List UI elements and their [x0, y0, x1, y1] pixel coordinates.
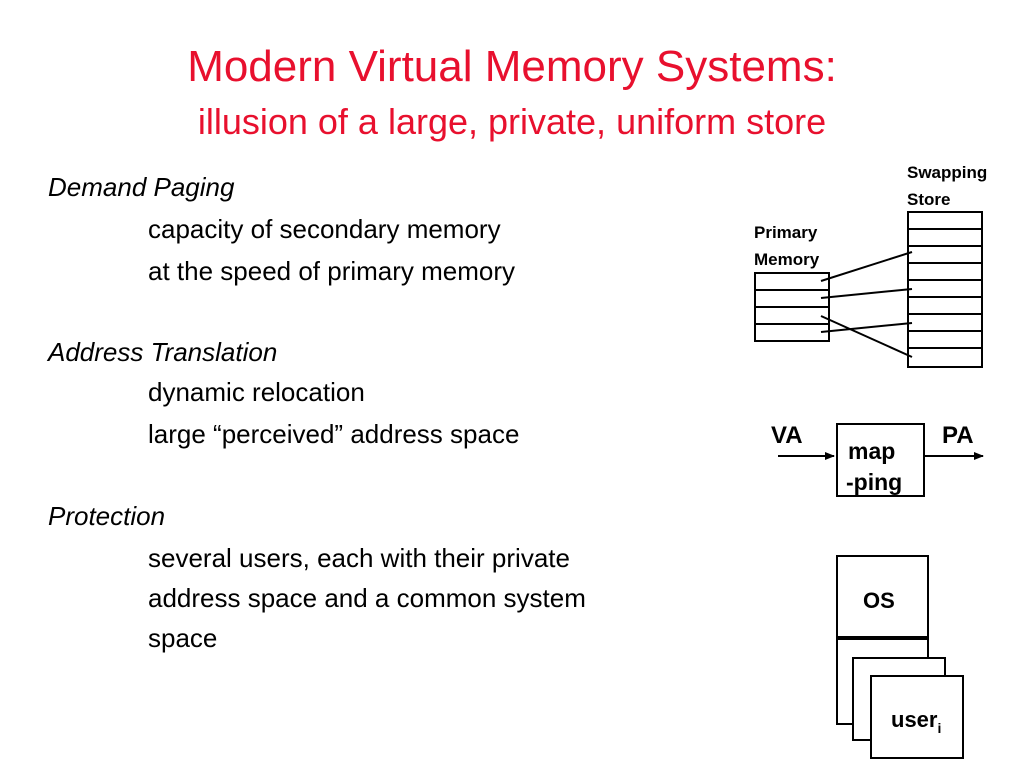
os-label: OS	[863, 588, 895, 613]
section-line: several users, each with their private	[148, 543, 570, 573]
section-line: large “perceived” address space	[148, 419, 520, 449]
section-heading-address-translation: Address Translation	[48, 337, 278, 367]
mapping-label-line2: -ping	[846, 469, 902, 495]
section-line: space	[148, 623, 218, 653]
user-label: useri	[891, 707, 941, 736]
section-line: dynamic relocation	[148, 377, 365, 407]
slide-subtitle: illusion of a large, private, uniform st…	[197, 101, 827, 142]
page-mapping-lines	[820, 251, 913, 358]
va-label: VA	[771, 422, 803, 449]
swapping-store	[907, 211, 983, 368]
pa-label: PA	[942, 422, 974, 449]
section-line: at the speed of primary memory	[148, 256, 516, 286]
section-line: capacity of secondary memory	[148, 214, 501, 244]
address-spaces: OS useri	[836, 555, 964, 759]
section-heading-demand-paging: Demand Paging	[48, 172, 235, 202]
mapping-box	[836, 423, 925, 497]
primary-memory	[754, 272, 830, 342]
section-line: address space and a common system	[148, 583, 586, 613]
user-space-front	[870, 675, 964, 759]
slide-title: Modern Virtual Memory Systems:	[187, 42, 837, 91]
primary-memory-label-line2: Memory	[754, 250, 820, 269]
swapping-store-label-line2: Store	[907, 190, 951, 209]
section-heading-protection: Protection	[48, 501, 166, 531]
swapping-store-label-line1: Swapping	[907, 163, 988, 182]
mapping-label-line1: map	[848, 438, 895, 464]
primary-memory-label-line1: Primary	[754, 223, 818, 242]
address-mapping: VA PA map -ping	[771, 422, 984, 497]
